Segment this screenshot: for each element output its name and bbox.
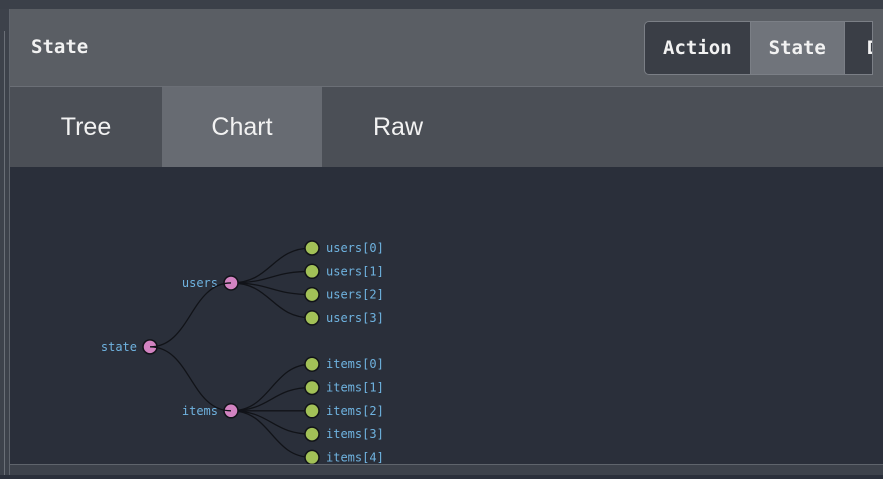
tree-label-items: items — [182, 404, 218, 418]
tree-edges — [230, 247, 313, 459]
tab-tree[interactable]: Tree — [60, 113, 112, 141]
tree-leaf-node — [304, 356, 320, 372]
tree-leaf-node — [304, 286, 320, 303]
state-button[interactable]: State — [750, 22, 845, 74]
state-panel: State Action State Diff Tree Chart Raw s… — [10, 9, 883, 475]
tree-label-users: users — [182, 276, 218, 290]
left-gutter — [0, 9, 10, 475]
tree-edge — [149, 346, 232, 412]
tree-edge — [230, 410, 313, 459]
bottom-border — [10, 464, 883, 475]
tree-edge — [230, 270, 313, 284]
tree-leaf-label: items[0] — [326, 357, 384, 371]
panel-header: State Action State Diff — [10, 9, 883, 87]
action-button[interactable]: Action — [645, 22, 751, 74]
tree-leaf-label: items[4] — [326, 450, 384, 464]
tree-edge — [149, 282, 232, 348]
tree-leaf-label: users[3] — [326, 311, 384, 325]
tree-edge — [230, 363, 313, 412]
tree-leaf-node — [304, 240, 320, 256]
tree-leaf-node — [304, 426, 320, 442]
tree-leaf-node — [304, 310, 320, 326]
mode-button-group: Action State Diff — [644, 21, 873, 75]
tree-leaf-label: items[1] — [326, 381, 384, 395]
tree-edge — [230, 282, 313, 319]
tree-leaf-label: users[1] — [326, 264, 384, 278]
tab-raw[interactable]: Raw — [372, 113, 423, 141]
tree-edge — [230, 410, 313, 435]
tree-leaf-node — [304, 449, 320, 466]
tree-leaf-label: items[3] — [326, 427, 384, 441]
tree-leaf-label: users[2] — [326, 288, 384, 302]
chart-area: state users items users[0] users[1] users[2] u… — [10, 167, 883, 475]
tree-nodes: state users items users[0] users[1] users[2] u… — [101, 240, 384, 466]
tree-edge — [230, 247, 313, 284]
tree-edge — [230, 282, 313, 296]
panel-title: State — [31, 36, 89, 58]
diff-button[interactable]: Diff — [844, 22, 873, 74]
tree-leaf-node — [304, 379, 320, 396]
tab-chart[interactable]: Chart — [162, 87, 322, 167]
tree-label-root: state — [101, 340, 137, 354]
gutter-divider — [4, 31, 5, 475]
tree-leaf-label: users[0] — [326, 241, 384, 255]
tree-leaf-node — [304, 403, 320, 419]
view-tabs: Tree Chart Raw — [10, 87, 883, 167]
state-tree-chart: state users items users[0] users[1] users[2] u… — [101, 240, 384, 466]
tree-leaf-node — [304, 263, 320, 280]
tree-edge — [230, 386, 313, 412]
tree-leaf-label: items[2] — [326, 404, 384, 418]
top-strip — [0, 0, 883, 9]
